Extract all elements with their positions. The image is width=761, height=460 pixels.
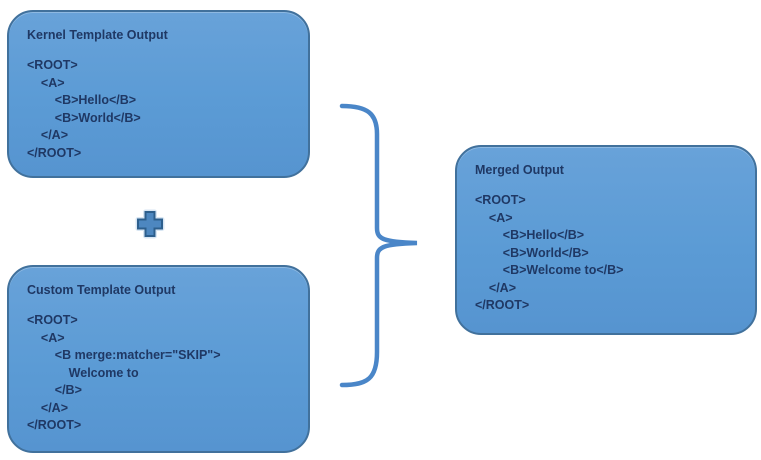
- code-line: <ROOT>: [475, 193, 526, 207]
- code-block: <ROOT> <A> <B>Hello</B> <B>World</B> </A…: [27, 57, 290, 162]
- box-title: Custom Template Output: [27, 283, 176, 297]
- code-line: <ROOT>: [27, 313, 78, 327]
- box-title: Merged Output: [475, 163, 564, 177]
- kernel-template-output-box: Kernel Template Output <ROOT> <A> <B>Hel…: [7, 10, 310, 178]
- code-line: </A>: [475, 280, 516, 295]
- right-curly-brace-icon: [338, 100, 422, 392]
- code-line: </A>: [27, 128, 68, 142]
- code-block: <ROOT> <A> <B>Hello</B> <B>World</B> <B>…: [475, 192, 737, 315]
- code-line: <B merge:matcher="SKIP">: [27, 348, 221, 362]
- code-line: </ROOT>: [27, 418, 82, 432]
- custom-template-output-box: Custom Template Output <ROOT> <A> <B mer…: [7, 265, 310, 453]
- code-line: <B>World</B>: [27, 110, 141, 125]
- code-line: <A>: [475, 210, 513, 225]
- code-line: <B>Hello</B>: [27, 93, 137, 107]
- code-line: </ROOT>: [27, 145, 82, 160]
- code-line: Welcome to: [27, 365, 139, 380]
- code-line: <B>Welcome to</B>: [475, 263, 624, 277]
- code-line: </B>: [27, 383, 82, 397]
- code-block: <ROOT> <A> <B merge:matcher="SKIP"> Welc…: [27, 312, 290, 435]
- code-line: <ROOT>: [27, 58, 78, 72]
- code-line: <B>World</B>: [475, 245, 589, 260]
- code-line: </ROOT>: [475, 298, 530, 312]
- code-line: </A>: [27, 400, 68, 415]
- code-line: <A>: [27, 75, 65, 90]
- merged-output-box: Merged Output <ROOT> <A> <B>Hello</B> <B…: [455, 145, 757, 335]
- plus-icon: [135, 209, 165, 239]
- code-line: <A>: [27, 330, 65, 345]
- code-line: <B>Hello</B>: [475, 228, 585, 242]
- box-title: Kernel Template Output: [27, 28, 168, 42]
